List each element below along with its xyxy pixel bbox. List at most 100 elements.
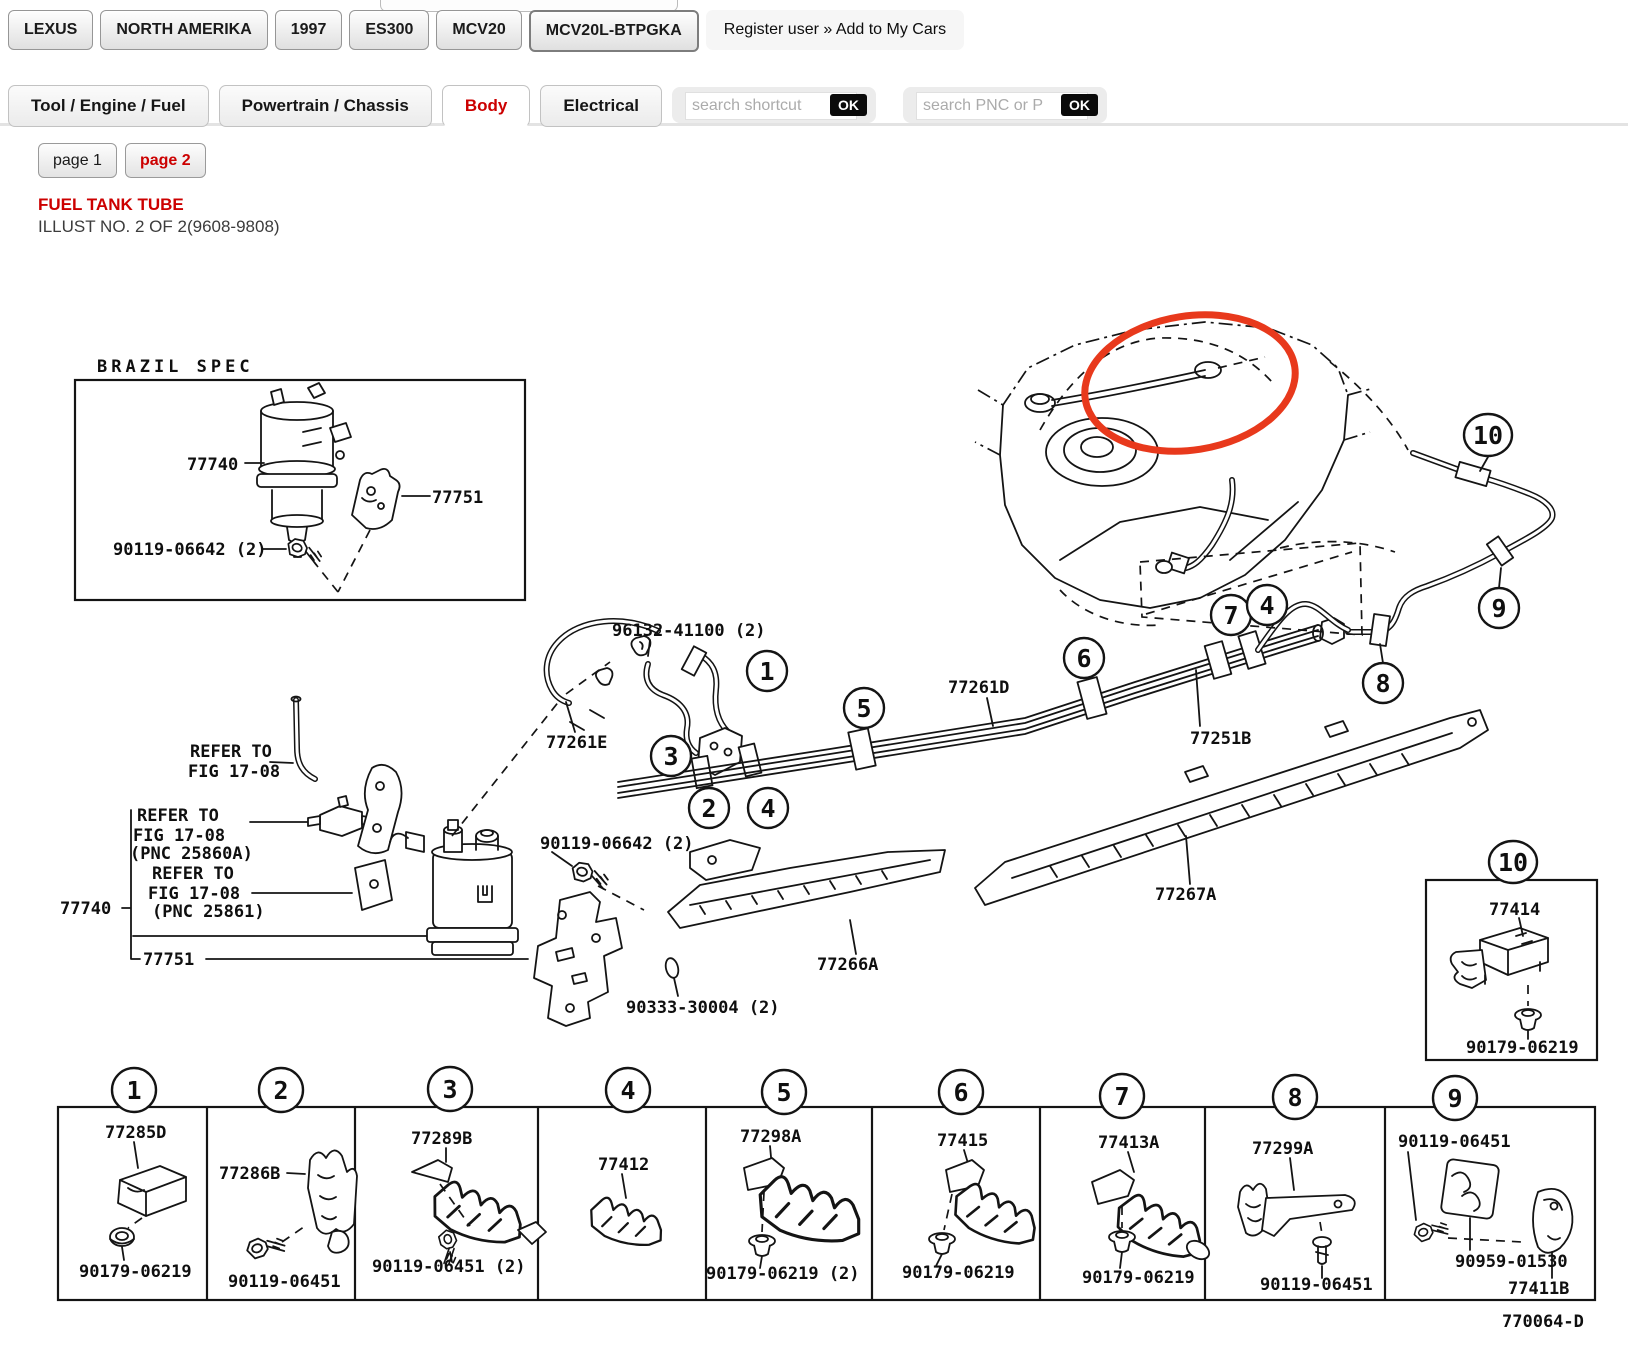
part-label: 77751: [143, 950, 194, 970]
callout-5: 5: [760, 1068, 808, 1116]
svg-text:3: 3: [442, 1075, 457, 1104]
callout-4: 4: [1245, 583, 1289, 627]
part-label: 90119-06451 (2): [372, 1257, 526, 1277]
svg-text:6: 6: [1076, 644, 1091, 673]
part-label: 90119-06642 (2): [540, 834, 694, 854]
callout-3: 3: [426, 1065, 474, 1113]
search-shortcut-ok-button[interactable]: OK: [830, 94, 867, 116]
svg-text:6: 6: [953, 1078, 968, 1107]
part-label: REFER TO: [152, 864, 234, 884]
charcoal-canister: [389, 661, 680, 1027]
part-label: FIG 17-08: [148, 884, 240, 904]
callout-6: 6: [937, 1068, 985, 1116]
strip-cell-4: [583, 1173, 669, 1254]
tube-protectors: [667, 709, 1489, 955]
callout-9: 9: [1477, 586, 1521, 630]
part-label: BRAZIL SPEC: [97, 357, 254, 377]
svg-text:7: 7: [1114, 1082, 1129, 1111]
page-1-button[interactable]: page 1: [38, 143, 117, 178]
callout-5: 5: [842, 686, 886, 730]
part-label: 77411B: [1508, 1279, 1569, 1299]
breadcrumb-series-button[interactable]: MCV20: [436, 10, 522, 50]
tab-electrical[interactable]: Electrical: [540, 85, 662, 127]
part-label: 77413A: [1098, 1133, 1159, 1153]
part-number-labels: BRAZIL SPEC 77740 77751 90119-06642 (2) 9 6 1 3…: [60, 357, 1584, 1332]
breadcrumb-code-button[interactable]: MCV20L-BTPGKA: [528, 10, 699, 52]
part-label: (PNC 25860A): [130, 844, 253, 864]
svg-text:1: 1: [759, 657, 774, 686]
svg-text:5: 5: [856, 694, 871, 723]
strip-cell-5: [743, 1145, 870, 1269]
callout-1: 1: [745, 649, 789, 693]
svg-text:9: 9: [1447, 1084, 1462, 1113]
svg-text:4: 4: [760, 794, 775, 823]
part-label: 77267A: [1155, 885, 1216, 905]
part-label: 77751: [432, 488, 483, 508]
register-add-to-my-cars-link[interactable]: Register user » Add to My Cars: [705, 10, 965, 50]
breadcrumb-region-button[interactable]: NORTH AMERIKA: [100, 10, 268, 50]
refer-to-links: [121, 695, 529, 960]
part-label: 77298A: [740, 1127, 801, 1147]
breadcrumb-model-button[interactable]: ES300: [349, 10, 430, 50]
tab-body[interactable]: Body: [441, 85, 531, 127]
svg-text:7: 7: [1223, 601, 1238, 630]
callout-6: 6: [1062, 636, 1106, 680]
fastener-strip: [56, 1105, 1597, 1302]
part-label: 77740: [60, 899, 111, 919]
part-label: 77251B: [1190, 729, 1251, 749]
part-label: 90179-06219: [902, 1263, 1015, 1283]
figure-title-block: FUEL TANK TUBE ILLUST NO. 2 OF 2(9608-98…: [38, 194, 280, 238]
part-label: 90179-06219 (2): [706, 1264, 860, 1284]
part-label: REFER TO: [137, 806, 219, 826]
callout-8: 8: [1271, 1073, 1319, 1121]
part-label: 90179-06219: [1466, 1038, 1579, 1058]
search-pnc-input[interactable]: [916, 92, 1088, 120]
search-pnc-ok-button[interactable]: OK: [1061, 94, 1098, 116]
tab-powertrain-chassis[interactable]: Powertrain / Chassis: [218, 85, 432, 127]
page-2-button[interactable]: page 2: [124, 143, 206, 178]
part-label: 77415: [937, 1131, 988, 1151]
part-label: 770064-D: [1502, 1312, 1584, 1332]
callout-2: 2: [257, 1066, 305, 1114]
svg-text:9: 9: [1491, 594, 1506, 623]
part-label: 90119-06451: [1260, 1275, 1373, 1295]
part-label: (PNC 25861): [152, 902, 265, 922]
callout-10: 10: [1462, 412, 1514, 458]
callout-10: 10: [1487, 839, 1539, 885]
part-label: 90179-06219: [1082, 1268, 1195, 1288]
svg-text:2: 2: [273, 1076, 288, 1105]
section-tabs: Tool / Engine / Fuel Powertrain / Chassi…: [8, 85, 662, 127]
svg-text:3: 3: [663, 742, 678, 771]
fuel-tube-bundle: [617, 617, 1345, 799]
figure-subtitle: ILLUST NO. 2 OF 2(9608-9808): [38, 217, 280, 236]
part-label: 77261D: [948, 678, 1009, 698]
part-label: 77261E: [546, 733, 607, 753]
part-label: 77299A: [1252, 1139, 1313, 1159]
svg-text:10: 10: [1473, 421, 1503, 450]
breadcrumb-year-button[interactable]: 1997: [274, 10, 343, 50]
clipped-search-box: [380, 0, 678, 12]
fuel-return-tube: [1255, 361, 1556, 664]
part-label: 90333-30004 (2): [626, 998, 780, 1018]
part-label: 90959-01530: [1455, 1252, 1568, 1272]
part-label: REFER TO: [190, 742, 272, 762]
part-label: 77285D: [105, 1123, 166, 1143]
part-label: 77414: [1489, 900, 1540, 920]
svg-text:1: 1: [126, 1076, 141, 1105]
part-label: 90119-06642 (2): [113, 540, 267, 560]
tab-tool-engine-fuel[interactable]: Tool / Engine / Fuel: [8, 85, 209, 127]
search-shortcut-input[interactable]: [685, 92, 857, 120]
search-pnc-group: OK: [903, 87, 1107, 123]
breadcrumb: LEXUS NORTH AMERIKA 1997 ES300 MCV20 MCV…: [8, 10, 965, 52]
part-label: 90119-06451: [1398, 1132, 1511, 1152]
part-label: FIG 17-08: [133, 826, 225, 846]
part-label: 90179-06219: [79, 1262, 192, 1282]
callout-1: 1: [110, 1066, 158, 1114]
part-label: 77289B: [411, 1129, 472, 1149]
strip-cell-6: [928, 1149, 1046, 1267]
strip-cell-9: [1407, 1151, 1574, 1279]
breadcrumb-make-button[interactable]: LEXUS: [8, 10, 94, 50]
